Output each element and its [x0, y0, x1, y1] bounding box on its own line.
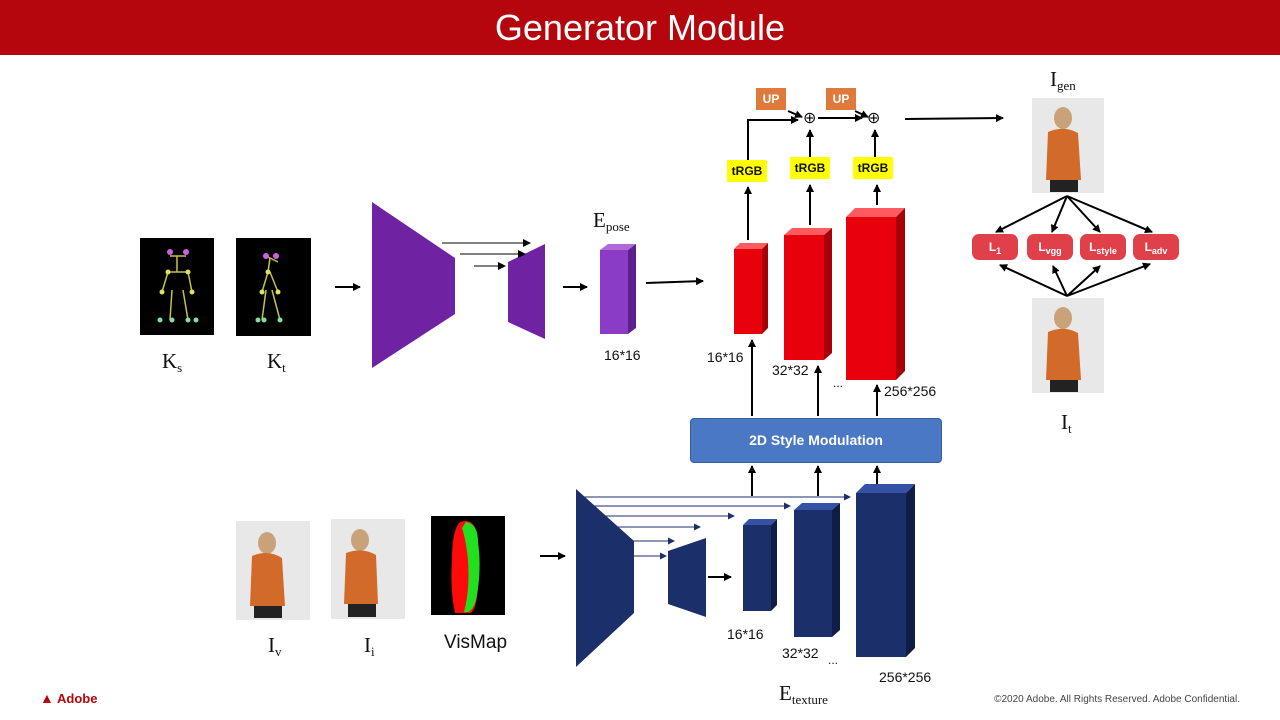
pose-keypoints-target: [236, 238, 311, 336]
add-symbol-2: ⊕: [867, 110, 881, 127]
ii-label: Ii: [364, 633, 375, 659]
generated-image: [1032, 98, 1104, 193]
slide-title: Generator Module: [494, 7, 786, 48]
add-symbol-1: ⊕: [803, 110, 817, 127]
arrow-epose-to-decoder: [645, 277, 704, 286]
up-box-2: UP: [826, 88, 856, 110]
target-image: [1032, 298, 1104, 393]
trgb-box-1: tRGB: [727, 160, 767, 182]
decoder-block-16: [734, 243, 768, 334]
loss-adv: Ladv: [1133, 234, 1179, 260]
texture-size-32: 32*32: [782, 645, 819, 661]
epose-block: [600, 244, 636, 334]
texture-decoder: [668, 538, 706, 617]
adobe-logo: ▲ Adobe: [40, 690, 98, 706]
trgb-box-2: tRGB: [790, 157, 830, 179]
style-modulation-block: 2D Style Modulation: [690, 418, 942, 463]
arrows-modulation-to-decoder: [748, 339, 881, 416]
kt-label: Kt: [267, 349, 286, 375]
iv-label: Iv: [268, 633, 282, 659]
pose-skip-connections: [442, 239, 531, 270]
visibility-map: [431, 516, 505, 615]
decoder-size-16: 16*16: [707, 349, 744, 365]
photo-input-image: [331, 519, 405, 619]
epose-size-label: 16*16: [604, 347, 641, 363]
texture-size-16: 16*16: [727, 626, 764, 642]
photo-visible-image: [236, 521, 310, 620]
loss-l1: L1: [972, 234, 1018, 260]
up-box-1: UP: [756, 88, 786, 110]
texture-skip-connections: [584, 493, 851, 560]
loss-vgg: Lvgg: [1027, 234, 1073, 260]
copyright-text: ©2020 Adobe. All Rights Reserved. Adobe …: [994, 694, 1240, 705]
arrows-decoder-to-trgb: [744, 110, 1004, 240]
texture-block-16: [743, 519, 777, 611]
pose-encoder: [372, 202, 455, 368]
header-bar: [0, 0, 1280, 55]
decoder-size-256: 256*256: [884, 383, 937, 399]
texture-ellipsis: ...: [828, 653, 839, 667]
igen-label: Igen: [1050, 67, 1076, 93]
vismap-label: VisMap: [444, 632, 508, 653]
pose-decoder: [508, 244, 545, 339]
texture-block-32: [794, 503, 840, 637]
decoder-ellipsis: ...: [833, 376, 844, 390]
loss-style: Lstyle: [1080, 234, 1126, 260]
decoder-block-32: [784, 228, 832, 360]
texture-size-256: 256*256: [879, 669, 932, 685]
decoder-block-256: [846, 208, 905, 380]
loss-arrows: [995, 195, 1153, 297]
texture-block-256: [856, 484, 915, 657]
pose-keypoints-source: [140, 238, 214, 335]
texture-encoder: [576, 489, 634, 667]
adobe-logo-icon: ▲: [40, 690, 54, 706]
architecture-diagram: [140, 98, 1153, 667]
ks-label: Ks: [162, 349, 183, 375]
decoder-size-32: 32*32: [772, 362, 809, 378]
it-label: It: [1061, 410, 1072, 436]
etexture-label: Etexture: [779, 681, 828, 707]
trgb-box-3: tRGB: [853, 157, 893, 179]
epose-label: Epose: [593, 208, 630, 234]
